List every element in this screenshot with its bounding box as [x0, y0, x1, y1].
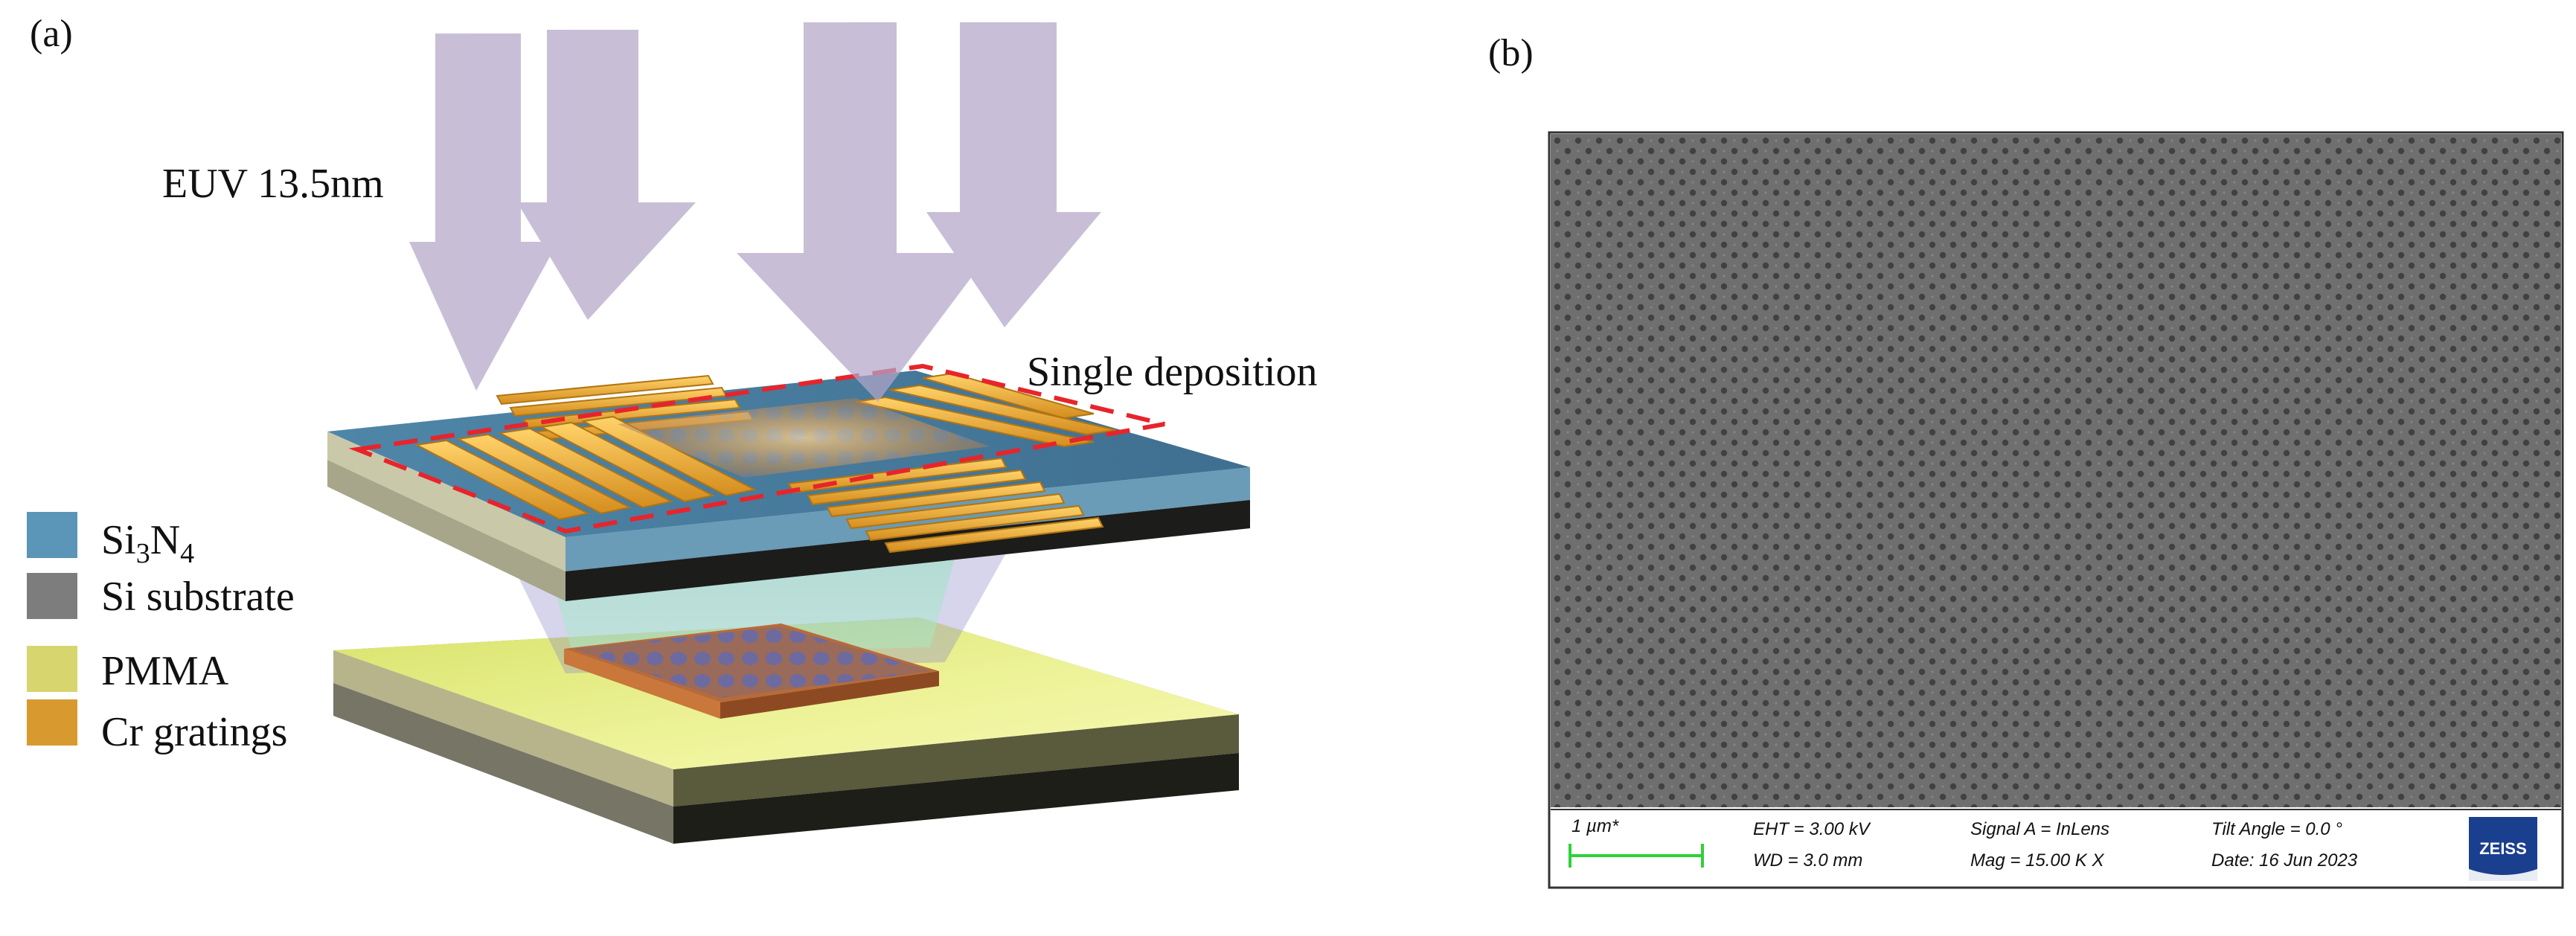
- svg-text:ZEISS: ZEISS: [2479, 839, 2527, 858]
- scale-bar-label: 1 µm*: [1571, 816, 1619, 836]
- single-deposition-outline: [348, 363, 1165, 534]
- date-value: Date: 16 Jun 2023: [2211, 850, 2358, 871]
- legend-label-pmma: PMMA: [101, 648, 229, 694]
- cr-gratings: [414, 372, 1117, 554]
- legend-item-cr-gratings: Cr gratings: [27, 699, 287, 755]
- tilt-angle-value: Tilt Angle = 0.0 °: [2211, 819, 2342, 839]
- mask-membrane: [327, 371, 1250, 601]
- sem-info-bar: 1 µm* EHT = 3.00 kV WD = 3.0 mm Signal A…: [1551, 809, 2561, 881]
- euv-arrow-4: [926, 22, 1101, 327]
- legend-item-si-substrate: Si substrate: [27, 573, 295, 620]
- signal-value: Signal A = InLens: [1970, 819, 2109, 839]
- euv-beam-label: EUV 13.5nm: [162, 161, 384, 207]
- legend: Si3N4 Si substrate PMMA Cr gratings: [27, 512, 295, 755]
- legend-label-cr-gratings: Cr gratings: [101, 709, 287, 755]
- legend-label-si-substrate: Si substrate: [101, 574, 295, 620]
- patterned-resist: [564, 624, 939, 719]
- euv-arrow-3: [737, 22, 990, 402]
- wd-value: WD = 3.0 mm: [1753, 850, 1862, 871]
- eht-value: EHT = 3.00 kV: [1753, 819, 1871, 839]
- legend-swatch-si3n4: [27, 512, 77, 558]
- panel-b: (b) 1 µm* EHT = 3.00 kV WD = 3.0 mm Sign…: [1488, 32, 2564, 889]
- legend-item-si3n4: Si3N4: [27, 512, 194, 569]
- crossed-grating: [618, 398, 990, 478]
- scale-bar: [1569, 844, 1704, 868]
- euv-arrow-1: [409, 33, 558, 391]
- pmma-wafer: [333, 618, 1239, 844]
- grating-front-right: [787, 457, 1104, 554]
- legend-swatch-si-substrate: [27, 573, 77, 619]
- legend-swatch-cr-gratings: [27, 699, 77, 746]
- zeiss-logo: ZEISS: [2469, 817, 2537, 881]
- sem-image: [1551, 134, 2561, 807]
- panel-b-label: (b): [1488, 32, 1534, 74]
- panel-a-label: (a): [30, 13, 73, 55]
- legend-label-si3n4: Si3N4: [101, 517, 194, 569]
- sem-micrograph: 1 µm* EHT = 3.00 kV WD = 3.0 mm Signal A…: [1548, 131, 2564, 889]
- panel-a: (a): [27, 13, 1317, 844]
- legend-swatch-pmma: [27, 646, 77, 692]
- euv-arrow-2: [517, 30, 696, 320]
- legend-item-pmma: PMMA: [27, 646, 229, 694]
- euv-arrows: [409, 22, 1101, 402]
- single-deposition-label: Single deposition: [1027, 349, 1317, 395]
- grating-front-left: [414, 415, 757, 521]
- mag-value: Mag = 15.00 K X: [1970, 850, 2104, 871]
